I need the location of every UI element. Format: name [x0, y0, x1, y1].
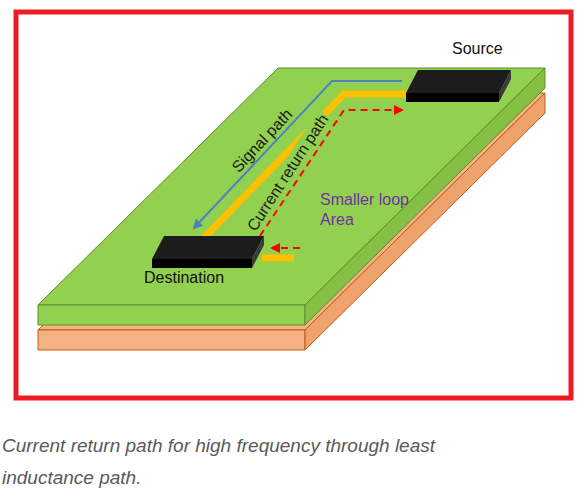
chip-label: Destination	[144, 269, 224, 287]
loop-area-note: Smaller loop Area	[320, 190, 420, 230]
red-frame	[16, 12, 571, 398]
return-arrow	[272, 247, 300, 249]
chip-top	[406, 70, 511, 93]
return-trace	[262, 255, 294, 262]
chip-body	[406, 70, 511, 102]
chip-body	[152, 236, 264, 268]
chip-front	[152, 259, 252, 268]
chip-side	[252, 236, 264, 268]
chip-top	[152, 236, 264, 259]
figure-caption: Current return path for high frequency t…	[2, 430, 522, 494]
chip-node: Source	[406, 70, 511, 102]
chip-front	[406, 93, 499, 102]
chip-node: Destination	[152, 236, 264, 268]
signal-trace	[204, 94, 408, 238]
chip-label: Source	[452, 40, 503, 58]
chip-side	[499, 70, 511, 102]
top-layer	[38, 68, 545, 325]
